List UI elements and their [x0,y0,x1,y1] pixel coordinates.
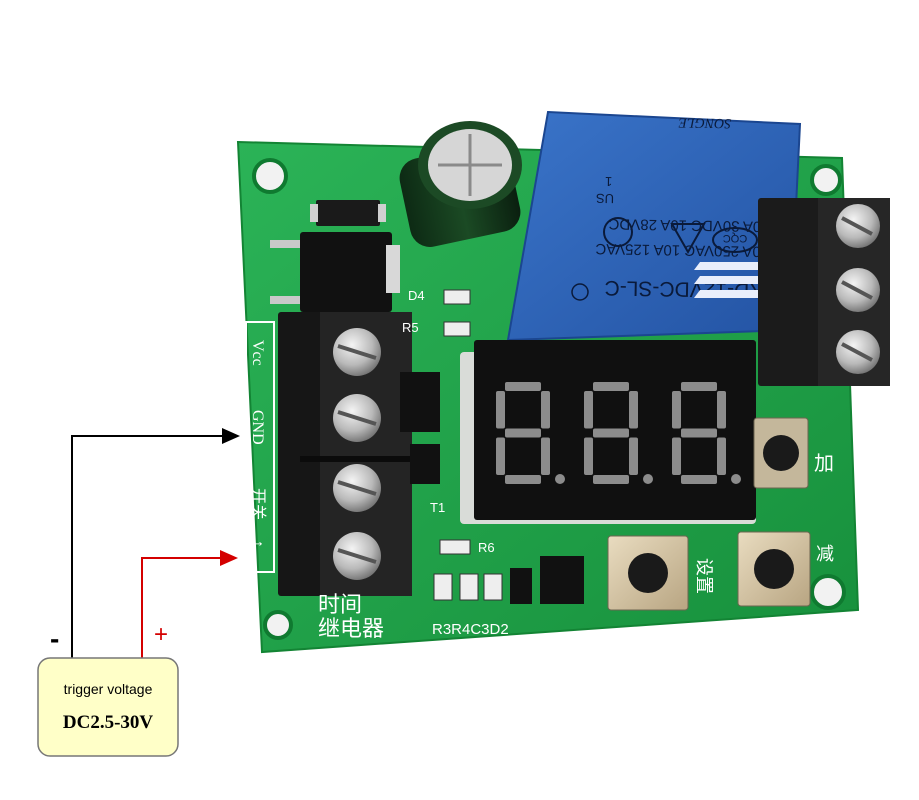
electrolytic-capacitor [399,121,522,247]
trigger-voltage-box: trigger voltage DC2.5-30V [37,657,179,757]
seven-segment-display [460,340,756,524]
display-segment [584,391,593,429]
trigger-voltage-value: DC2.5-30V [63,712,154,733]
smd-components: D4 R5 R6 T1 R3R4C3D2 [400,288,584,638]
arrow-head-icon [220,550,238,566]
relay-rating-dc: 10A 30VDC 10A 28VDC [608,215,769,235]
minus-sign: - [50,623,59,654]
label-gnd: GND [249,410,266,445]
label-subtract: 减 [816,544,834,564]
smd-diode [316,200,380,226]
smd-led-d4 [443,289,471,305]
display-segment [541,437,550,475]
display-segment [717,391,726,429]
smd-resistor-r6 [439,539,471,555]
registered-icon [571,283,589,301]
label-d4: D4 [408,288,425,303]
negative-wire [71,428,240,658]
label-arrow: ↑ [249,540,266,548]
label-vcc: Vcc [249,340,266,366]
positive-wire [141,550,238,658]
relay-cert-us: US [595,191,614,206]
cqc-logo-text: CQC [723,232,748,244]
mounting-hole [810,164,842,196]
display-segment [681,428,717,438]
buttons: 加 设置 减 [607,417,834,611]
trigger-voltage-label: trigger voltage [64,681,153,697]
label-t1: T1 [430,500,445,515]
label-r6: R6 [478,540,495,555]
display-segment [681,382,717,391]
display-decimal-point [643,474,653,484]
mounting-hole [252,158,288,194]
display-segment [496,437,505,475]
cqc-logo: CQC [712,227,758,253]
label-r3r4c3d2: R3R4C3D2 [432,621,509,638]
warning-icon [670,223,706,255]
display-decimal-point [555,474,565,484]
display-segment [672,391,681,429]
display-segment [681,475,717,484]
smd-transistor [400,372,440,432]
display-digit [496,382,565,484]
output-terminal-block [758,198,890,386]
display-segment [593,428,629,438]
ur-logo [603,217,633,247]
display-segment [593,475,629,484]
smd-transistor-t1 [410,444,440,484]
label-r5: R5 [402,320,419,335]
display-segment [717,437,726,475]
display-segment [593,382,629,391]
display-segment [496,391,505,429]
display-digit [584,382,653,484]
label-add: 加 [814,452,834,475]
relay-brand: SONGLE [678,114,732,130]
relay: SRD-12VDC-SL-C 10A 250VAC 10A 125VAC 10A… [506,110,802,342]
add-button[interactable] [753,417,809,489]
display-segment [505,382,541,391]
songle-logo-icon [694,262,770,298]
display-segment [629,391,638,429]
input-terminal-block [278,312,412,596]
label-set: 设置 [694,558,714,594]
mounting-hole [810,574,846,610]
subtract-button[interactable] [737,531,811,607]
relay-rating-ac: 10A 250VAC 10A 125VAC [595,240,769,260]
relay-cert-num: 1 [605,174,612,189]
label-switch: 开关 [249,488,267,520]
board-title-line1: 时间 [318,592,362,617]
display-decimal-point [731,474,741,484]
display-digit [672,382,741,484]
display-segment [505,428,541,438]
board-title-line2: 继电器 [318,616,384,641]
display-segment [541,391,550,429]
plus-sign: + [154,621,168,648]
smd-optocoupler [540,556,584,604]
arrow-head-icon [222,428,240,444]
display-segment [672,437,681,475]
voltage-regulator [270,200,400,312]
display-segment [584,437,593,475]
smd-resistor-r5 [443,321,471,337]
mounting-hole [263,610,293,640]
display-segment [505,475,541,484]
set-button[interactable] [607,535,689,611]
display-segment [629,437,638,475]
